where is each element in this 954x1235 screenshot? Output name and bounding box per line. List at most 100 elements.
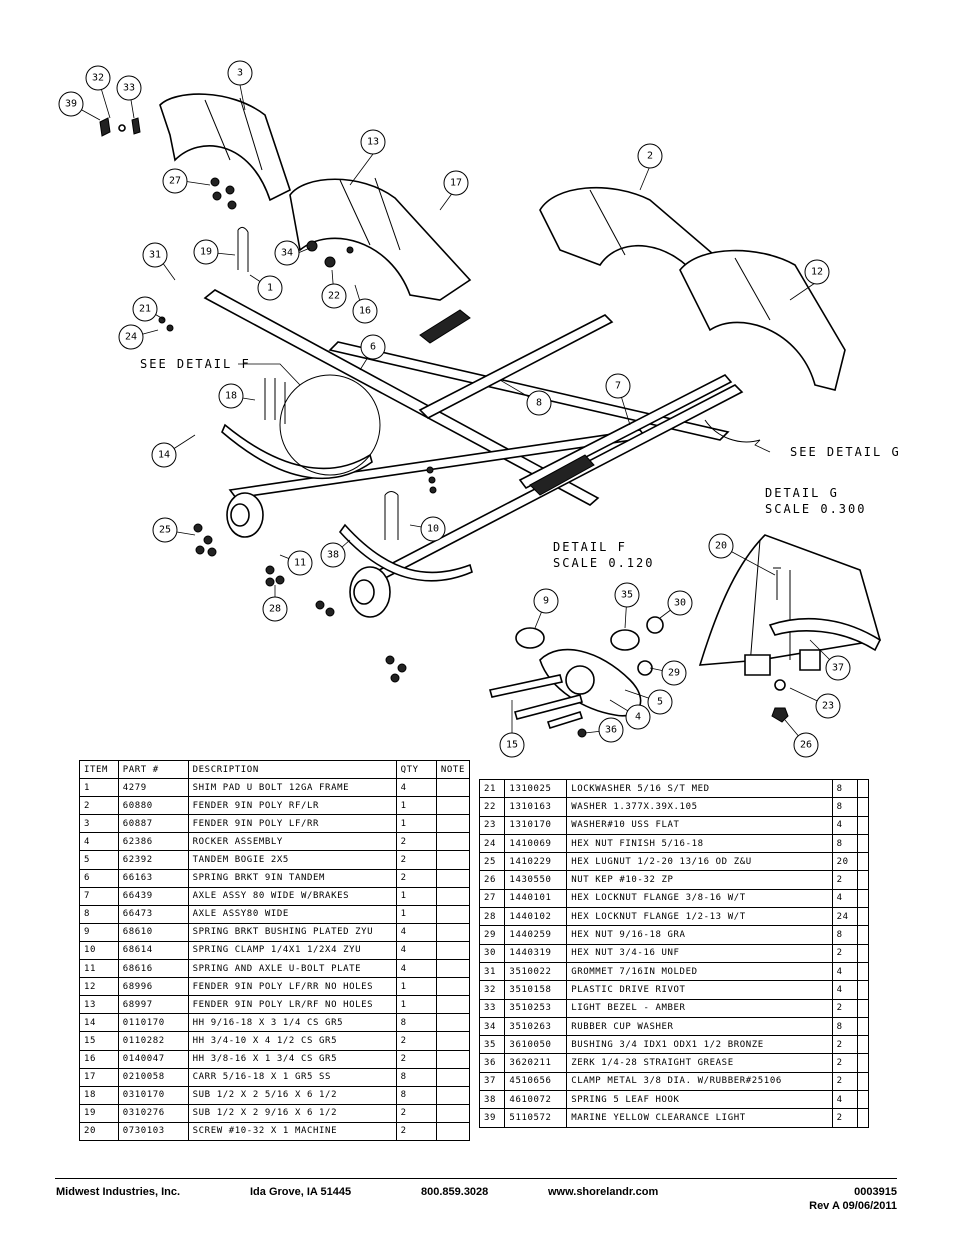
bom-item-cell: 27 bbox=[478, 888, 506, 909]
fender-lf-rr-no-holes bbox=[679, 249, 846, 391]
bom-part-cell: 0730103 bbox=[117, 1121, 189, 1141]
bom-header-qty: QTY bbox=[395, 759, 437, 780]
bom-note-cell bbox=[857, 778, 869, 799]
bom-description-cell: SPRING 5 LEAF HOOK bbox=[566, 1090, 833, 1110]
bom-note-cell bbox=[435, 940, 471, 961]
bom-note-cell bbox=[435, 1103, 471, 1123]
footer-company: Midwest Industries, Inc. bbox=[56, 1186, 181, 1198]
bom-qty-cell: 20 bbox=[831, 852, 859, 872]
bom-note-cell bbox=[435, 850, 471, 870]
bom-note-cell bbox=[435, 977, 471, 997]
callout-20: 20 bbox=[708, 533, 734, 559]
bom-part-cell: 62386 bbox=[117, 832, 189, 852]
bom-description-cell: HH 3/4-10 X 4 1/2 CS GR5 bbox=[187, 1031, 397, 1051]
bom-qty-cell: 2 bbox=[395, 850, 437, 870]
bom-part-cell: 4279 bbox=[117, 778, 189, 798]
bom-part-cell: 3510253 bbox=[504, 998, 568, 1018]
svg-text:19: 19 bbox=[200, 247, 212, 258]
bom-description-cell: MARINE YELLOW CLEARANCE LIGHT bbox=[566, 1108, 833, 1128]
bom-qty-cell: 8 bbox=[831, 778, 859, 799]
bom-note-cell bbox=[435, 868, 471, 888]
bom-item-cell: 8 bbox=[79, 904, 119, 924]
bom-description-cell: ZERK 1/4-28 STRAIGHT GREASE bbox=[566, 1053, 833, 1073]
callout-25: 25 bbox=[152, 517, 178, 543]
bom-qty-cell: 4 bbox=[395, 778, 437, 798]
detail-g-scale: SCALE 0.300 bbox=[765, 502, 866, 516]
bom-part-cell: 66163 bbox=[117, 868, 189, 888]
callout-6: 6 bbox=[360, 334, 386, 360]
svg-text:13: 13 bbox=[367, 137, 379, 148]
bom-note-cell bbox=[435, 1031, 471, 1051]
svg-text:35: 35 bbox=[621, 590, 633, 601]
detail-f-parts bbox=[488, 616, 664, 738]
bom-qty-cell: 2 bbox=[395, 1049, 437, 1069]
hub-front bbox=[226, 492, 264, 538]
bom-part-cell: 1430550 bbox=[504, 870, 568, 890]
bom-description-cell: HEX NUT 9/16-18 GRA bbox=[566, 925, 833, 945]
svg-text:24: 24 bbox=[125, 332, 137, 343]
bom-note-cell bbox=[857, 907, 869, 927]
footer-doc-number: 0003915 bbox=[854, 1186, 897, 1198]
detail-f-scale: SCALE 0.120 bbox=[553, 556, 654, 570]
hub-rear bbox=[349, 566, 391, 618]
callout-15: 15 bbox=[499, 732, 525, 758]
bom-qty-cell: 24 bbox=[831, 907, 859, 927]
bom-item-cell: 13 bbox=[79, 995, 119, 1015]
bom-description-cell: SPRING BRKT BUSHING PLATED ZYU bbox=[187, 922, 397, 942]
bom-description-cell: FENDER 9IN POLY LF/RR bbox=[187, 814, 397, 834]
callout-32: 32 bbox=[85, 65, 111, 91]
bom-description-cell: TANDEM BOGIE 2X5 bbox=[187, 850, 397, 870]
bom-item-cell: 30 bbox=[478, 943, 506, 963]
bom-note-cell bbox=[857, 980, 869, 1000]
callout-23: 23 bbox=[815, 693, 841, 719]
bom-qty-cell: 2 bbox=[395, 1103, 437, 1123]
fender-lr-rf-no-holes bbox=[289, 177, 472, 301]
bom-note-cell bbox=[857, 870, 869, 890]
bom-note-cell bbox=[435, 1013, 471, 1033]
bom-description-cell: LOCKWASHER 5/16 S/T MED bbox=[566, 778, 833, 799]
bom-item-cell: 35 bbox=[478, 1035, 506, 1055]
bom-part-cell: 68610 bbox=[117, 922, 189, 942]
bom-description-cell: SUB 1/2 X 2 9/16 X 6 1/2 bbox=[187, 1103, 397, 1123]
bom-description-cell: FENDER 9IN POLY LF/RR NO HOLES bbox=[187, 977, 397, 997]
bom-note-cell bbox=[857, 961, 869, 982]
bom-qty-cell: 8 bbox=[831, 797, 859, 817]
spring-5-leaf-hook-rear bbox=[338, 523, 473, 582]
bom-item-cell: 1 bbox=[79, 778, 119, 798]
bom-item-cell: 7 bbox=[79, 886, 119, 906]
bom-part-cell: 0140047 bbox=[117, 1049, 189, 1069]
bom-part-cell: 66473 bbox=[117, 904, 189, 924]
bom-item-cell: 17 bbox=[79, 1067, 119, 1087]
svg-text:7: 7 bbox=[615, 381, 621, 392]
footer-phone: 800.859.3028 bbox=[421, 1186, 489, 1198]
callout-30: 30 bbox=[667, 590, 693, 616]
bom-part-cell: 1440102 bbox=[504, 907, 568, 927]
bom-qty-cell: 4 bbox=[395, 940, 437, 961]
bom-item-cell: 39 bbox=[478, 1108, 506, 1128]
bom-item-cell: 9 bbox=[79, 922, 119, 942]
svg-text:8: 8 bbox=[536, 398, 542, 409]
callout-39: 39 bbox=[58, 91, 84, 117]
bom-item-cell: 33 bbox=[478, 998, 506, 1018]
bom-note-cell bbox=[435, 904, 471, 924]
bom-item-cell: 34 bbox=[478, 1016, 506, 1037]
bom-qty-cell: 1 bbox=[395, 995, 437, 1015]
bom-qty-cell: 2 bbox=[831, 1035, 859, 1055]
bom-part-cell: 0310276 bbox=[117, 1103, 189, 1123]
bom-description-cell: PLASTIC DRIVE RIVOT bbox=[566, 980, 833, 1000]
callout-31: 31 bbox=[142, 242, 168, 268]
callout-13: 13 bbox=[360, 129, 386, 155]
bom-part-cell: 0110170 bbox=[117, 1013, 189, 1033]
callout-5: 5 bbox=[647, 689, 673, 715]
svg-text:37: 37 bbox=[832, 663, 844, 674]
